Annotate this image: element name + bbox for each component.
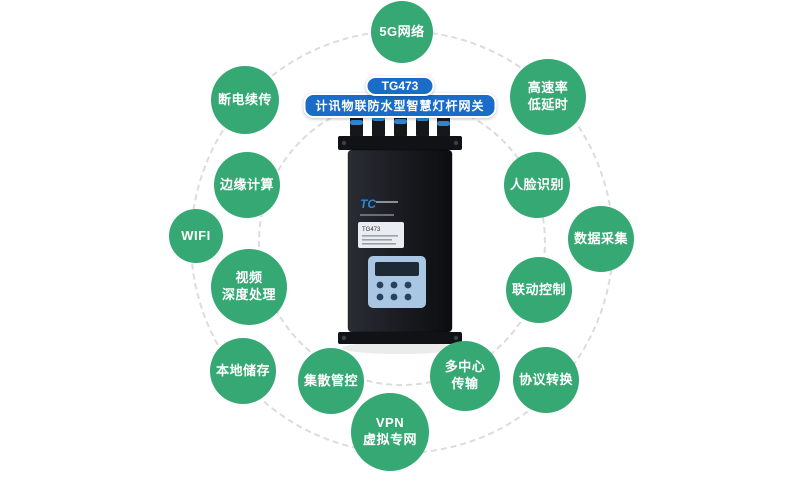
feature-badge-data-collection: 数据采集 xyxy=(568,206,634,272)
device-model-label: TG473 xyxy=(362,227,381,233)
product-title-badge: TG473 计讯物联防水型智慧灯杆网关 xyxy=(303,76,497,118)
product-model: TG473 xyxy=(365,76,435,96)
gateway-device-svg: TC TG473 xyxy=(338,108,462,354)
feature-badge-video-processing: 视频 深度处理 xyxy=(211,249,287,325)
feature-badge-dist-management: 集散管控 xyxy=(298,348,364,414)
feature-badge-resume-transfer: 断电续传 xyxy=(211,66,279,134)
product-name: 计讯物联防水型智慧灯杆网关 xyxy=(303,93,497,118)
feature-badge-protocol-convert: 协议转换 xyxy=(513,347,579,413)
feature-badge-local-storage: 本地储存 xyxy=(210,338,276,404)
feature-badge-vpn: VPN 虚拟专网 xyxy=(351,393,429,471)
feature-badge-5g-network: 5G网络 xyxy=(371,1,433,63)
device-logo-text: TC xyxy=(360,197,376,211)
gateway-device-image: TC TG473 xyxy=(330,106,470,356)
feature-badge-face-recognition: 人脸识别 xyxy=(504,152,570,218)
feature-badge-multicenter: 多中心 传输 xyxy=(430,341,500,411)
feature-badge-wifi: WIFI xyxy=(169,209,223,263)
feature-badge-high-speed: 高速率 低延时 xyxy=(510,59,586,135)
feature-badge-edge-computing: 边缘计算 xyxy=(214,152,280,218)
feature-badge-linkage-control: 联动控制 xyxy=(506,257,572,323)
